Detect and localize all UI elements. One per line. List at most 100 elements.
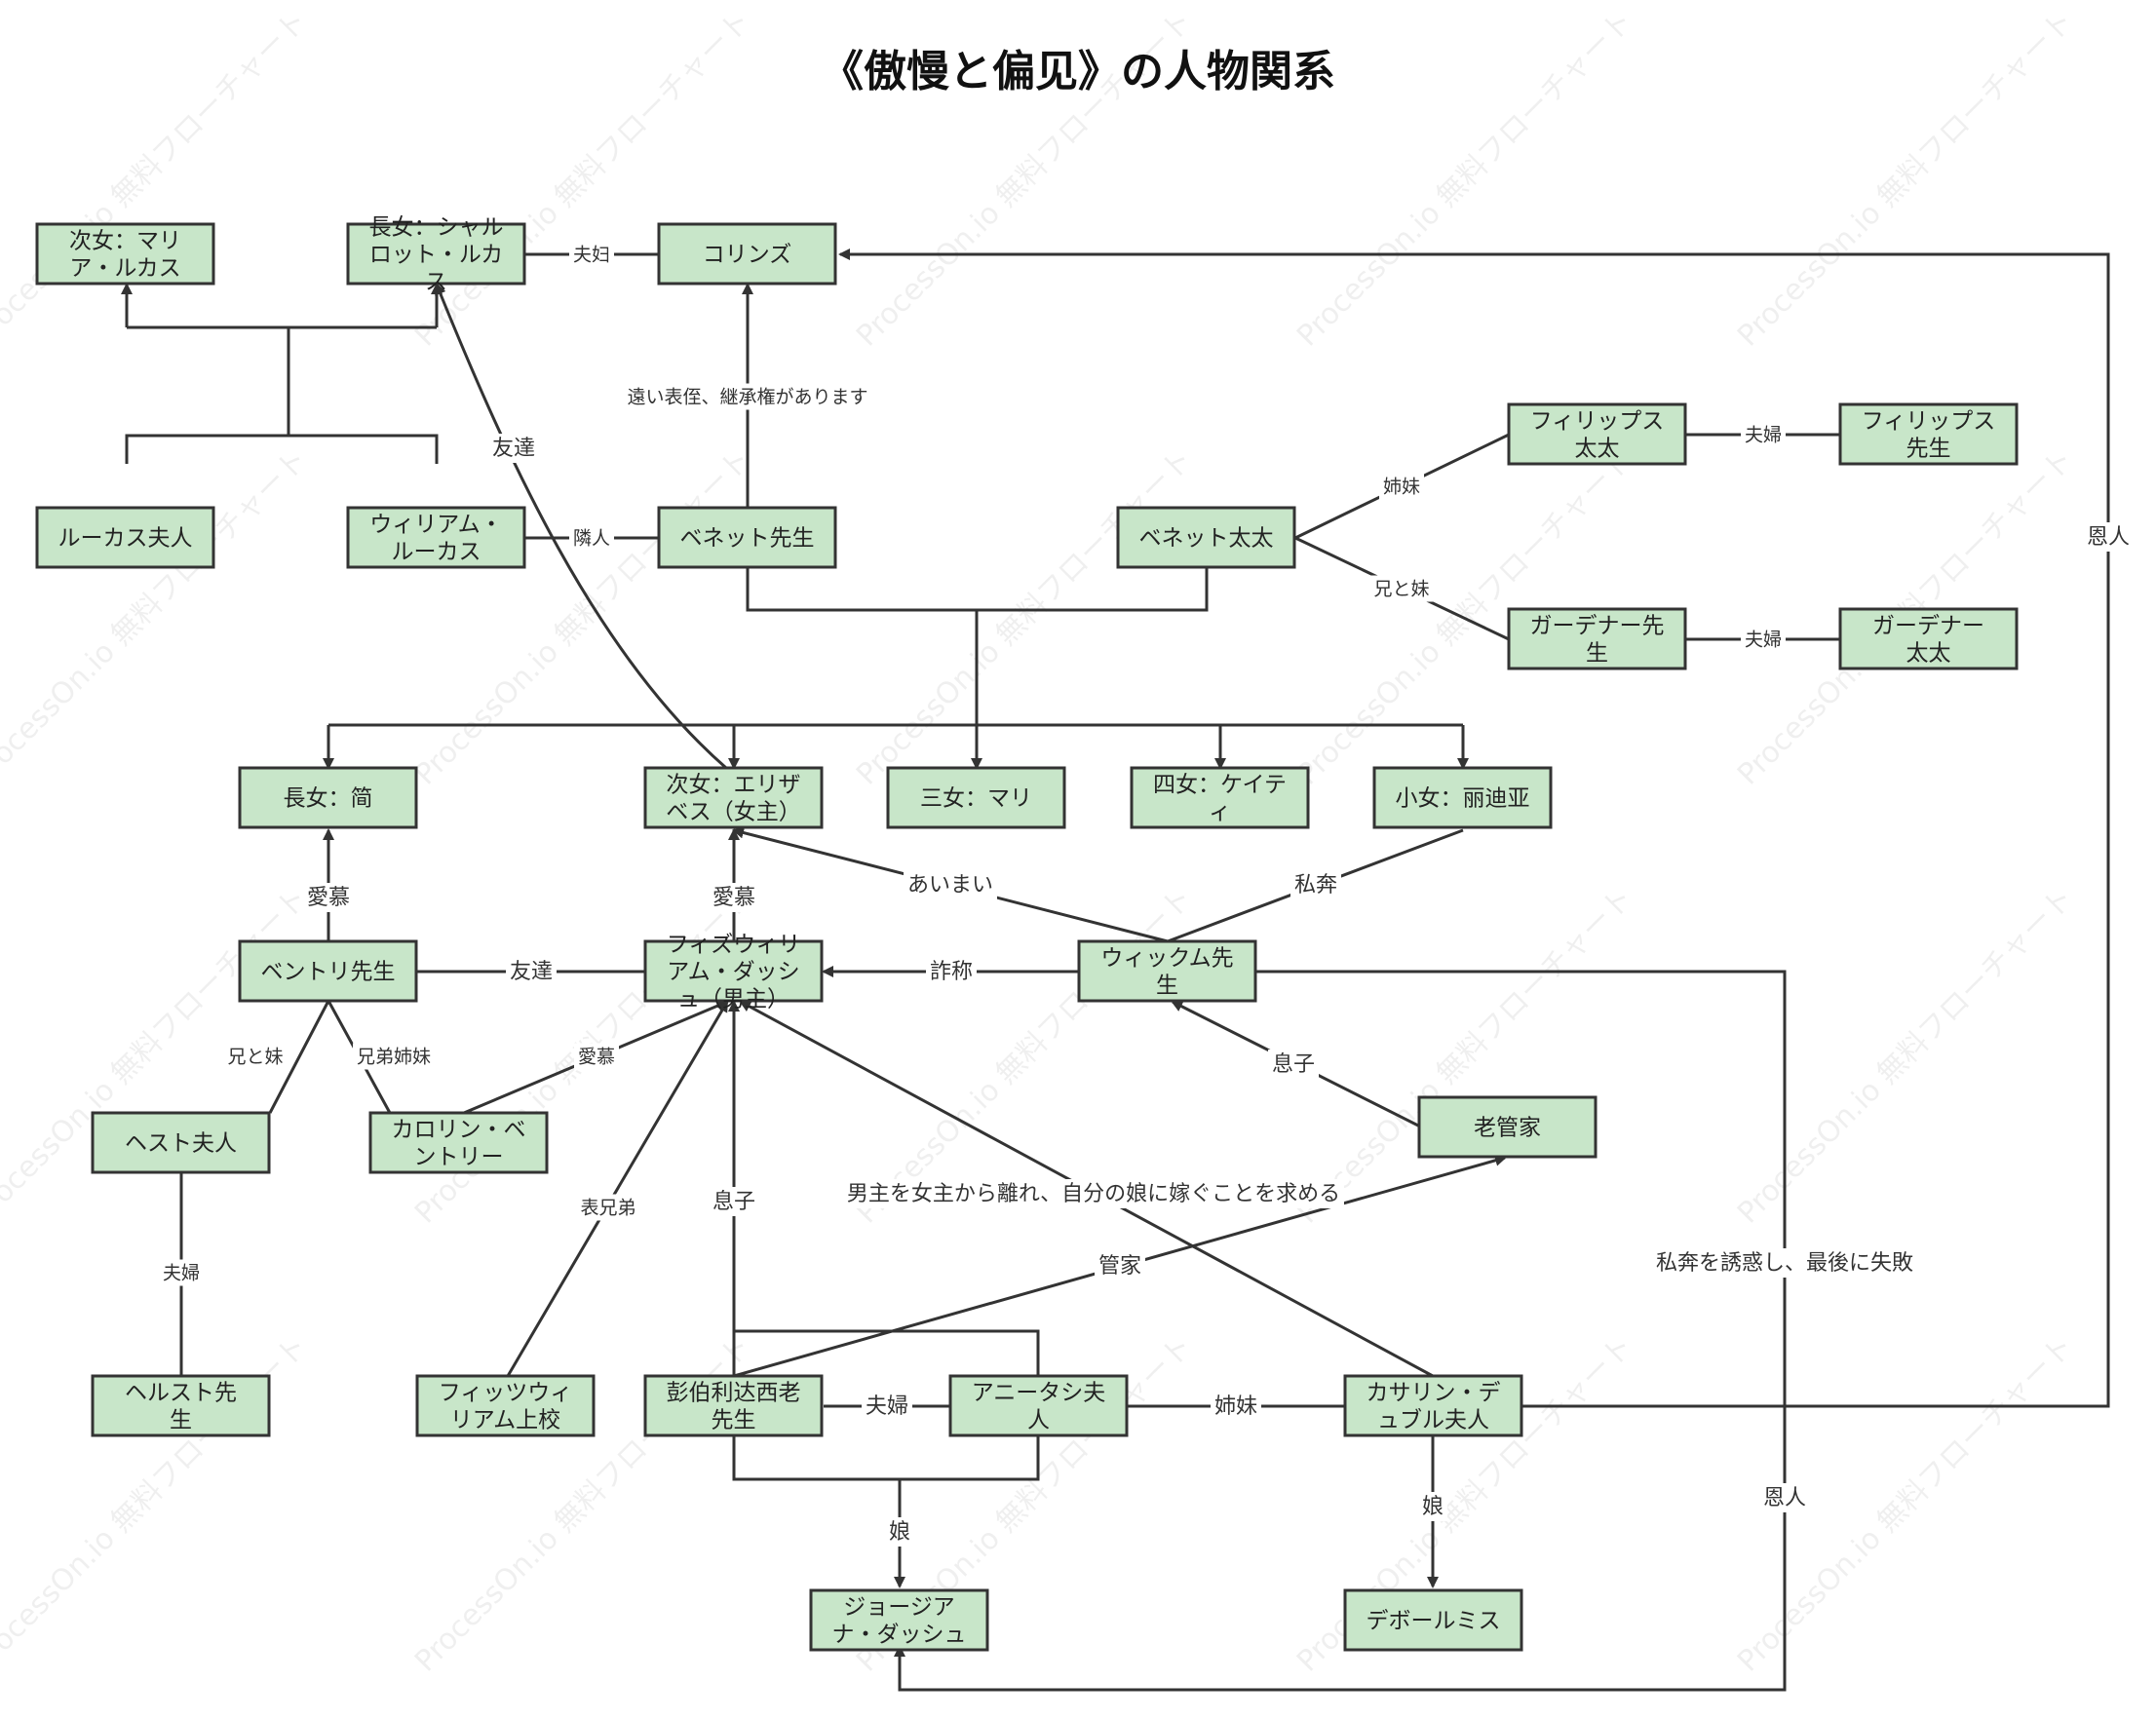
node-box xyxy=(346,222,526,286)
node-box xyxy=(1116,506,1296,569)
edge-label-couple-1: 夫婦 xyxy=(1741,421,1786,448)
edge-label-bg xyxy=(506,957,557,986)
node-label: ウィリアム・ xyxy=(369,512,502,537)
node-box xyxy=(643,766,824,829)
edge-label-ambiguous: あいまい xyxy=(904,870,997,899)
node-mrs-bennet[interactable]: ベネット太太 xyxy=(1116,506,1296,569)
node-box xyxy=(657,506,837,569)
edge-label-distant-cousin: 遠い表侄、継承権があります xyxy=(623,383,872,410)
node-box xyxy=(346,506,526,569)
diagram-title: 《傲慢と偏见》の人物関系 xyxy=(821,47,1335,96)
node-lady-lucas[interactable]: ルーカス夫人 xyxy=(35,506,215,569)
node-label: ヘスト夫人 xyxy=(125,1130,237,1156)
node-box xyxy=(643,939,824,1003)
edge-label-text: 詐称 xyxy=(930,960,973,984)
node-bingley[interactable]: ベントリ先生 xyxy=(238,939,418,1003)
node-label: コリンズ xyxy=(703,242,792,267)
node-label: カサリン・デ xyxy=(1367,1380,1501,1405)
edge-label-bg xyxy=(1211,1392,1261,1421)
node-mr-bennet[interactable]: ベネット先生 xyxy=(657,506,837,569)
edge-label-bg xyxy=(709,883,759,912)
node-label: ガーデナー xyxy=(1872,613,1984,638)
node-label: ウィックム先 xyxy=(1100,945,1233,971)
edge-label-text: 娘 xyxy=(889,1520,910,1545)
edge-label-text: 恩人 xyxy=(2087,525,2130,550)
edge-label-bg xyxy=(904,870,997,899)
node-box xyxy=(415,1374,596,1437)
node-box xyxy=(91,1111,271,1174)
edge-label-text: 姉妹 xyxy=(1214,1394,1257,1419)
node-box xyxy=(1372,766,1553,829)
node-de-bourgh[interactable]: デボールミス xyxy=(1343,1588,1523,1652)
edge-label-text: 兄弟姉妹 xyxy=(357,1047,431,1068)
node-collins[interactable]: コリンズ xyxy=(657,222,837,286)
node-box xyxy=(35,506,215,569)
edge-label-text: 夫婦 xyxy=(163,1263,200,1284)
node-label: 次女：マリ xyxy=(69,228,181,253)
node-box xyxy=(1343,1374,1523,1437)
node-mary[interactable]: 三女：マリ xyxy=(886,766,1066,829)
node-label: アム・ダッシ xyxy=(667,959,799,984)
node-label: 長女：简 xyxy=(284,785,373,811)
edge-label-elope: 私奔 xyxy=(1290,870,1341,899)
node-label: ヘルスト先 xyxy=(125,1380,237,1405)
node-label: 先生 xyxy=(1906,436,1951,461)
node-lydia[interactable]: 小女：丽迪亚 xyxy=(1372,766,1553,829)
node-label: ス xyxy=(425,269,447,294)
node-box xyxy=(1507,607,1687,670)
node-box xyxy=(1838,402,2019,466)
node-steward[interactable]: 老管家 xyxy=(1417,1095,1598,1159)
edge-label-couple-2: 夫婦 xyxy=(1741,626,1786,653)
edge-label-bg xyxy=(1095,1251,1145,1280)
watermark-text: ProcessOn.io 無料フローチャート xyxy=(1290,4,1639,353)
node-label: フィリップス xyxy=(1862,408,1996,434)
node-box xyxy=(1077,939,1257,1003)
edge-label-couple-3: 夫婦 xyxy=(159,1259,204,1286)
watermark-text: ProcessOn.io 無料フローチャート xyxy=(408,442,757,791)
edge-label-son-1: 息子 xyxy=(1268,1050,1319,1079)
edge-label-bg xyxy=(159,1259,204,1286)
edge-label-text: 夫婦 xyxy=(1745,425,1782,446)
node-jane[interactable]: 長女：简 xyxy=(238,766,418,829)
node-label: 太太 xyxy=(1575,436,1620,461)
node-william-lucas[interactable]: ウィリアム・ルーカス xyxy=(346,506,526,569)
node-label: 太太 xyxy=(1906,640,1951,666)
edge-label-siblings-2: 兄と妹 xyxy=(223,1043,288,1070)
edge-label-text: 恩人 xyxy=(1763,1486,1806,1510)
node-label: ベネット先生 xyxy=(680,525,815,551)
edge-label-bg xyxy=(1741,626,1786,653)
node-box xyxy=(657,222,837,286)
edge-label-bg xyxy=(709,1187,759,1216)
edge-catherine-collins xyxy=(838,248,2110,1408)
edge-label-bg xyxy=(926,957,977,986)
node-box xyxy=(238,939,418,1003)
node-mrs-hurst[interactable]: ヘスト夫人 xyxy=(91,1111,271,1174)
node-box xyxy=(1343,1588,1523,1652)
edge-label-text: 私奔 xyxy=(1294,873,1337,898)
edge-label-text: 男主を女主から離れ、自分の娘に嫁ぐことを求める xyxy=(847,1182,1340,1206)
edge-label-bg xyxy=(353,1043,435,1070)
node-label: ュ（男主） xyxy=(677,986,789,1012)
node-maria-lucas[interactable]: 次女：マリア・ルカス xyxy=(35,222,215,286)
edge-label-admire-2: 愛慕 xyxy=(709,883,759,912)
watermark-text: ProcessOn.io 無料フローチャート xyxy=(0,442,315,791)
edge-label-bg xyxy=(303,883,354,912)
edge-label-bg xyxy=(623,383,872,410)
